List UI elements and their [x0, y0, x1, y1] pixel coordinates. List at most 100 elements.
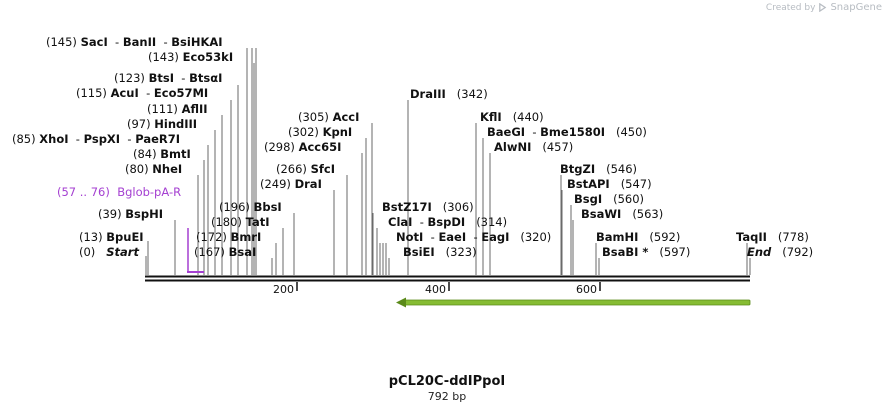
restriction-site-label[interactable]: (80) NheI — [125, 162, 182, 176]
enzyme-name: BsiHKAI — [171, 35, 222, 49]
restriction-site-label[interactable]: BsaWI (563) — [581, 207, 663, 221]
site-position: (302) — [288, 125, 323, 139]
enzyme-name: NotI — [396, 230, 423, 244]
enzyme-name: Eco53kI — [183, 50, 234, 64]
plasmid-name: pCL20C-ddIPpoI — [388, 374, 506, 389]
site-position: (323) — [446, 245, 477, 259]
enzyme-name: BsaI — [229, 245, 257, 259]
restriction-site-label[interactable]: (84) BmtI — [133, 147, 191, 161]
ruler-label: 600 — [576, 283, 597, 296]
site-position: (115) — [76, 86, 111, 100]
enzyme-name: EaeI — [438, 230, 466, 244]
restriction-site-label[interactable]: TaqII (778) — [736, 230, 809, 244]
site-position: (305) — [298, 110, 333, 124]
site-position: (298) — [264, 140, 299, 154]
site-position: (85) — [12, 132, 39, 146]
enzyme-name: SfcI — [311, 162, 335, 176]
credit-brand: SnapGene — [830, 2, 882, 13]
site-position: (450) — [616, 125, 647, 139]
site-position: (97) — [127, 117, 154, 131]
site-position: (314) — [476, 215, 507, 229]
restriction-site-label[interactable]: (196) BbsI — [219, 200, 282, 214]
enzyme-name: BaeGI — [487, 125, 525, 139]
enzyme-name: BstAPI — [567, 177, 610, 191]
snapgene-logo-icon — [819, 3, 827, 12]
restriction-site-label[interactable]: BtgZI (546) — [560, 162, 637, 176]
enzyme-name: BsaBI * — [602, 245, 648, 259]
site-position: (249) — [260, 177, 295, 191]
enzyme-name: BanII — [123, 35, 156, 49]
site-position: (597) — [659, 245, 690, 259]
restriction-site-label[interactable]: BsiEI (323) — [403, 245, 477, 259]
snapgene-credit: Created by SnapGene — [766, 2, 882, 13]
enzyme-name: AcuI — [111, 86, 139, 100]
enzyme-name: Bme1580I — [540, 125, 605, 139]
site-position: (440) — [513, 110, 544, 124]
restriction-site-label[interactable]: (143) Eco53kI — [148, 50, 233, 64]
enzyme-name: BtsI — [149, 71, 174, 85]
site-position: (80) — [125, 162, 152, 176]
enzyme-name: PspXI — [84, 132, 120, 146]
restriction-site-label[interactable]: NotI - EaeI - EagI (320) — [396, 230, 551, 244]
site-position: (172) — [196, 230, 231, 244]
restriction-site-label[interactable]: (97) HindIII — [127, 117, 197, 131]
plasmid-length: 792 bp — [427, 390, 467, 403]
restriction-site-label[interactable]: BaeGI - Bme1580I (450) — [487, 125, 647, 139]
map-title-block: pCL20C-ddIPpoI 792 bp — [0, 374, 894, 403]
restriction-site-label[interactable]: DraIII (342) — [410, 87, 488, 101]
enzyme-name: KpnI — [323, 125, 353, 139]
enzyme-name: BpuEI — [106, 230, 143, 244]
restriction-site-label[interactable]: (302) KpnI — [288, 125, 352, 139]
site-position: (547) — [621, 177, 652, 191]
end-label: End (792) — [747, 245, 813, 259]
restriction-site-label[interactable]: (123) BtsI - BtsαI — [114, 71, 222, 85]
restriction-site-label[interactable]: BsaBI * (597) — [602, 245, 690, 259]
enzyme-name: BsiEI — [403, 245, 435, 259]
site-position: (457) — [542, 140, 573, 154]
restriction-site-label[interactable]: (39) BspHI — [98, 207, 163, 221]
restriction-site-label[interactable]: (167) BsaI — [194, 245, 256, 259]
site-labels: (145) SacI - BanII - BsiHKAI(143) Eco53k… — [12, 35, 813, 259]
site-position: (778) — [778, 230, 809, 244]
restriction-site-label[interactable]: BamHI (592) — [596, 230, 680, 244]
enzyme-name: TaqII — [736, 230, 767, 244]
enzyme-name: BmtI — [160, 147, 191, 161]
restriction-site-label[interactable]: (85) XhoI - PspXI - PaeR7I — [12, 132, 180, 146]
restriction-site-label[interactable]: (115) AcuI - Eco57MI — [76, 86, 208, 100]
plasmid-linear-map: (145) SacI - BanII - BsiHKAI(143) Eco53k… — [12, 35, 813, 308]
enzyme-name: BamHI — [596, 230, 638, 244]
restriction-site-label[interactable]: (298) Acc65I — [264, 140, 341, 154]
enzyme-name: DraIII — [410, 87, 446, 101]
enzyme-name: PaeR7I — [135, 132, 180, 146]
site-leader-lines — [145, 48, 751, 275]
restriction-site-label[interactable]: AlwNI (457) — [494, 140, 573, 154]
enzyme-name: Acc65I — [299, 140, 342, 154]
restriction-site-label[interactable]: KflI (440) — [480, 110, 544, 124]
restriction-site-label[interactable]: (305) AccI — [298, 110, 359, 124]
restriction-site-label[interactable]: (180) TatI — [211, 215, 270, 229]
restriction-site-label[interactable]: (266) SfcI — [276, 162, 335, 176]
enzyme-name: BspHI — [125, 207, 163, 221]
site-position: (266) — [276, 162, 311, 176]
site-position: (306) — [443, 200, 474, 214]
restriction-site-label[interactable]: (13) BpuEI — [79, 230, 144, 244]
primer-label[interactable]: (57 .. 76) Bglob-pA-R — [57, 185, 181, 199]
bglob-pa-r-primer[interactable] — [187, 228, 204, 273]
enzyme-name: KflI — [480, 110, 502, 124]
restriction-site-label[interactable]: ClaI - BspDI (314) — [388, 215, 507, 229]
site-position: (320) — [520, 230, 551, 244]
enzyme-name: BtgZI — [560, 162, 595, 176]
restriction-site-label[interactable]: (145) SacI - BanII - BsiHKAI — [46, 35, 223, 49]
site-position: (342) — [457, 87, 488, 101]
restriction-site-label[interactable]: BsgI (560) — [574, 192, 644, 206]
enzyme-name: BspDI — [428, 215, 466, 229]
restriction-site-label[interactable]: BstZ17I (306) — [382, 200, 474, 214]
start-label: (0) Start — [79, 245, 139, 259]
site-position: (145) — [46, 35, 81, 49]
restriction-site-label[interactable]: (172) BmrI — [196, 230, 261, 244]
enzyme-name: BstZ17I — [382, 200, 432, 214]
site-position: (167) — [194, 245, 229, 259]
restriction-site-label[interactable]: (111) AflII — [147, 102, 208, 116]
restriction-site-label[interactable]: BstAPI (547) — [567, 177, 652, 191]
restriction-site-label[interactable]: (249) DraI — [260, 177, 322, 191]
